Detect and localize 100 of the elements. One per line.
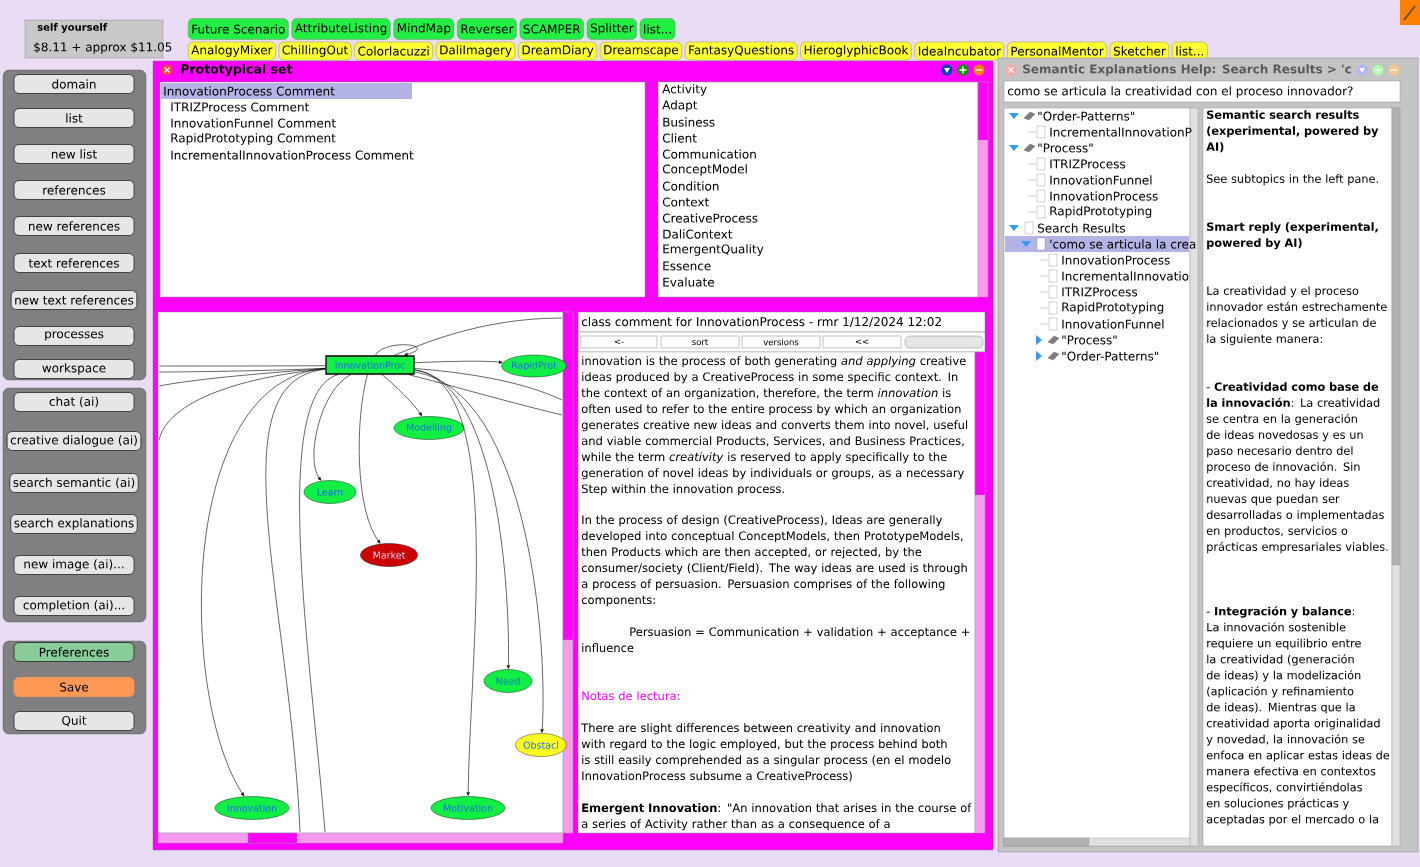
tab-button: AttributeListing [291, 18, 391, 40]
paragraph: - Integración y balance: La innovación sostenible requiere un equilibrio entre la creatividad (generación de ideas) y la modelización (aplicación y refinamiento de ideas). Mientras que la creatividad aporta originalidad y novedad, la innovación se enfoca en aplicar estas ideas de manera efectiva en contextos específicos, convirtiéndolas en soluciones prácticas y aceptadas por el mercado o la [1206, 606, 1390, 826]
search-field: como se articula la creatividad con el proceso innovador? [1003, 80, 1401, 103]
comment-header: class comment for InnovationProcess - rmr 1/12/2024 12:02 [577, 311, 986, 333]
concept-box: InnovationProc [325, 355, 415, 375]
list-item: DaliContext [663, 229, 733, 239]
tab-button: Dreamscape [599, 41, 682, 61]
arrow [414, 371, 544, 733]
list-item: InnovationProcess Comment [164, 86, 335, 96]
arrow [375, 344, 418, 356]
menu-button: chat (ai) [13, 392, 135, 412]
window-title: Prototypical set [181, 63, 293, 77]
menu-button: Preferences [13, 642, 135, 662]
list-item: Condition [662, 181, 719, 191]
tab-button: Splitter [586, 18, 637, 40]
list-item: ITRIZProcess Comment [171, 102, 309, 112]
balance-text: $8.11 + approx $11.05 [34, 42, 172, 54]
tab-button: DaliImagery [435, 41, 516, 61]
menu-button: search explanations [10, 514, 138, 534]
tree-item: "Order-Patterns" [1062, 351, 1159, 361]
tree-item: InnovationProcess [1062, 255, 1170, 265]
paragraph: innovation is the process of both generating and applying creative ideas produced by a CreativeProcess in some specific context. In the context of an organization, therefore, the term innovation is often used to refer to the entire process by which an organization generates creative new ideas and converts them into novel, useful and viable commercial Products, Services, and Business Practices, while the term creativity is reserved to apply specifically to the generation of novel ideas by individuals or groups, as a necessary Step within the innovation process. [581, 356, 968, 496]
menu-button: list [13, 108, 135, 128]
arrow [358, 374, 381, 544]
list-item: IncrementalInnovationProcess Comment [171, 150, 414, 160]
arrow [414, 369, 477, 796]
tab-button: MindMap [393, 18, 455, 40]
connector-line [299, 374, 339, 833]
menu-button: new list [13, 144, 135, 164]
tree-item: Search Results [1038, 223, 1125, 233]
list-item: Context [662, 197, 709, 207]
paragraph: There are slight differences between creativity and innovation with regard to the logic employed, but the process behind both is still easily comprehended as a singular process (en el modelo InnovationProcess subsume a CreativeProcess) [581, 723, 951, 782]
menu-button: Quit [13, 711, 135, 731]
tab-button: IdeaIncubator [914, 41, 1005, 61]
tab-button: HieroglyphicBook [800, 41, 912, 61]
tab-button: Future Scenario [188, 18, 289, 40]
connector-line [414, 368, 563, 401]
toolbar-button: << [822, 335, 902, 349]
menu-button: workspace [13, 359, 135, 379]
tree-item: RapidPrototyping [1062, 302, 1164, 314]
list-item: ConceptModel [662, 164, 747, 176]
toolbar-button: <- [580, 335, 658, 349]
tab-button: list... [639, 18, 676, 40]
tree-item: IncrementalInnovatio [1062, 271, 1189, 281]
paragraph: La creatividad y el proceso innovador están estrechamente relacionados y se articulan de la siguiente manera: [1207, 286, 1387, 346]
menu-button: new text references [10, 290, 138, 310]
connector-line [158, 368, 326, 441]
tree-item: ITRIZProcess [1050, 159, 1126, 169]
paragraph: In the process of design (CreativeProcess), Ideas are generally developed into conceptual ConceptModels, then PrototypeModels, then Products which are then accepted, or rejected, by the consumer/society (Client/Field). The way ideas are used is through a process of persuasion. Persuasion comprises of the following components: [581, 515, 967, 607]
tab-button: SCAMPER [519, 18, 584, 40]
tree-item: "Process" [1038, 143, 1093, 153]
tree-item: "Order-Patterns" [1038, 111, 1135, 121]
list-item: Business [663, 117, 715, 127]
tree-item: InnovationProcess [1050, 191, 1158, 201]
arrow [381, 374, 422, 417]
list-item: Adapt [662, 100, 698, 112]
list-item: Evaluate [663, 277, 714, 287]
tree-item: 'como se articula la crea [1050, 239, 1196, 249]
account-name: self yourself [37, 23, 108, 33]
menu-button: new references [13, 216, 135, 236]
connector-line [158, 365, 326, 367]
tree-item: RapidPrototyping [1050, 206, 1152, 218]
menu-button: text references [13, 253, 135, 273]
menu-button: search semantic (ai) [9, 473, 139, 493]
tab-button: ChillingOut [278, 41, 352, 61]
paragraph: Persuasion = Communication + validation + acceptance + influence [582, 627, 970, 653]
tree-item: "Process" [1062, 335, 1117, 345]
menu-button: completion (ai)... [13, 596, 135, 616]
list-item: Communication [662, 149, 756, 159]
tab-button: AnalogyMixer [188, 41, 276, 61]
toolbar-button: versions [741, 335, 821, 349]
list-item: Essence [663, 261, 711, 271]
menu-button: creative dialogue (ai) [6, 431, 142, 451]
tree-item: ITRIZProcess [1062, 287, 1138, 297]
tab-button: DreamDiary [518, 41, 597, 61]
tree-item: InnovationFunnel [1050, 175, 1152, 185]
menu-button: references [13, 180, 135, 200]
menu-button: domain [13, 74, 135, 94]
connector-line [158, 368, 326, 387]
menu-button: Save [13, 677, 135, 697]
list-item: CreativeProcess [662, 213, 758, 223]
paragraph: See subtopics in the left pane. [1206, 174, 1378, 186]
arrow [313, 374, 351, 481]
tree-item: IncrementalInnovationP [1050, 127, 1192, 137]
tab-button: Reverser [457, 18, 517, 40]
list-item: InnovationFunnel Comment [171, 118, 336, 128]
menu-button: processes [13, 326, 135, 346]
paragraph: Notas de lectura: [582, 691, 680, 701]
paragraph: Emergent Innovation: "An innovation that arises in the course of a series of Activity rather than as a consequence of a [581, 803, 972, 831]
menu-button: new image (ai)... [13, 555, 135, 575]
arrow [414, 360, 503, 364]
list-item: Client [662, 133, 697, 143]
list-item: Activity [662, 84, 707, 96]
list-item: RapidPrototyping Comment [171, 133, 336, 145]
paragraph: - Creatividad como base de la innovación: La creatividad se centra en la generación de ideas novedosas y es un paso necesario dentro del proceso de innovación. Sin creatividad, no hay ideas nuevas que puedan ser desarrolladas o implementadas en productos, servicios o prácticas empresariales viables. [1206, 382, 1388, 554]
toolbar-button: sort [660, 335, 740, 349]
connector-line [393, 317, 563, 356]
result-heading: Smart reply (experimental, powered by AI) [1207, 222, 1378, 250]
list-item: EmergentQuality [663, 244, 764, 256]
connector-line [408, 374, 563, 416]
